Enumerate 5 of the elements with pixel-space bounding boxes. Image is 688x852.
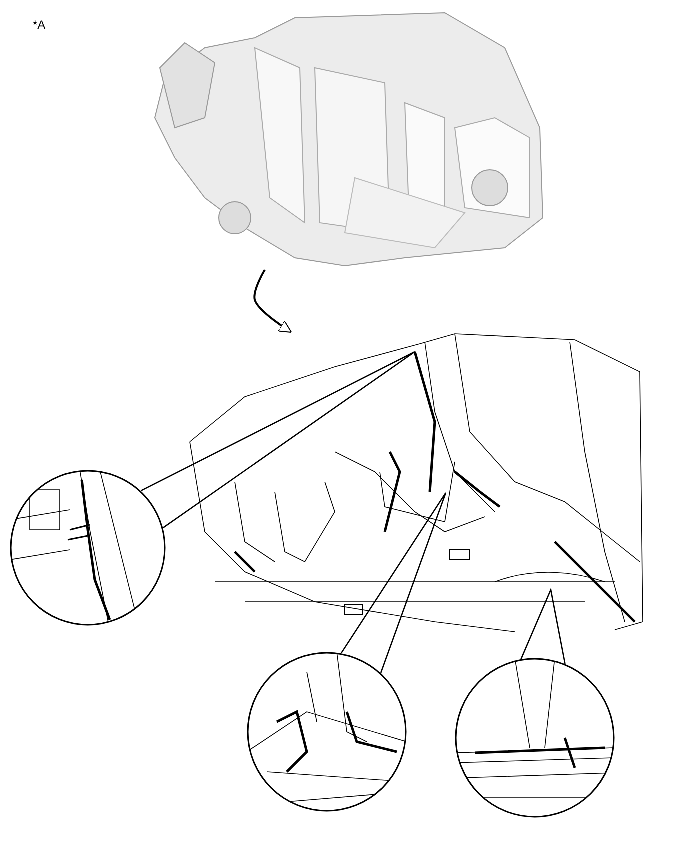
leader-line <box>520 588 566 664</box>
arrow <box>254 270 292 334</box>
leader-line <box>140 351 416 528</box>
view-label: *A <box>33 18 46 32</box>
leader-line <box>340 492 447 674</box>
